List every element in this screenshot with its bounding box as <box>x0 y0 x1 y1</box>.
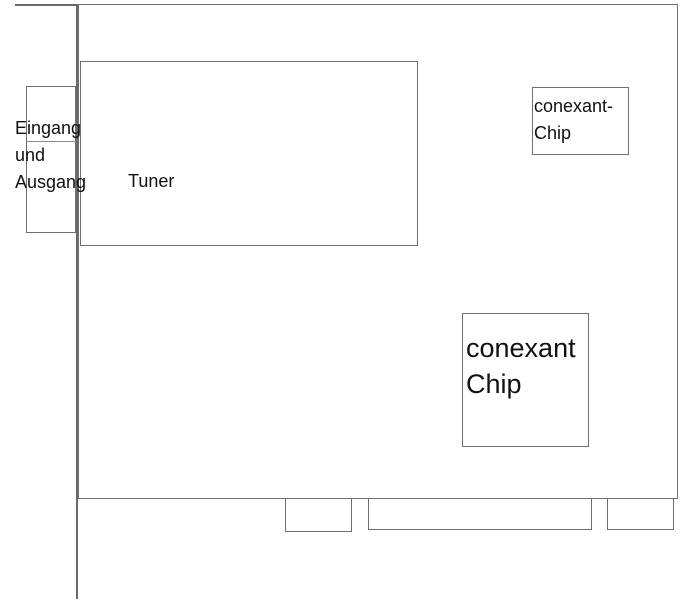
chip-small-label-line1: conexant- <box>534 96 614 116</box>
io-connector-divider <box>26 141 76 142</box>
edge-connector-pad-2 <box>368 498 592 530</box>
chip-large-label-line2: Chip <box>466 369 522 399</box>
tuner-label: Tuner <box>128 171 175 191</box>
edge-connector-pad-3 <box>607 498 674 530</box>
edge-connector-pad-1 <box>285 498 352 532</box>
bracket-vertical <box>76 4 78 599</box>
conexant-chip-large <box>462 313 589 447</box>
tuner-module <box>80 61 418 246</box>
io-connector <box>26 86 76 233</box>
io-label-line1: Eingang <box>15 118 82 138</box>
chip-large-label-line1: conexant <box>466 333 576 363</box>
io-label-line3: Ausgang <box>15 172 87 192</box>
conexant-chip-small <box>532 87 629 155</box>
io-label-line2: und <box>15 145 46 165</box>
bracket-top-tab <box>15 4 77 6</box>
chip-small-label-line2: Chip <box>534 123 572 143</box>
